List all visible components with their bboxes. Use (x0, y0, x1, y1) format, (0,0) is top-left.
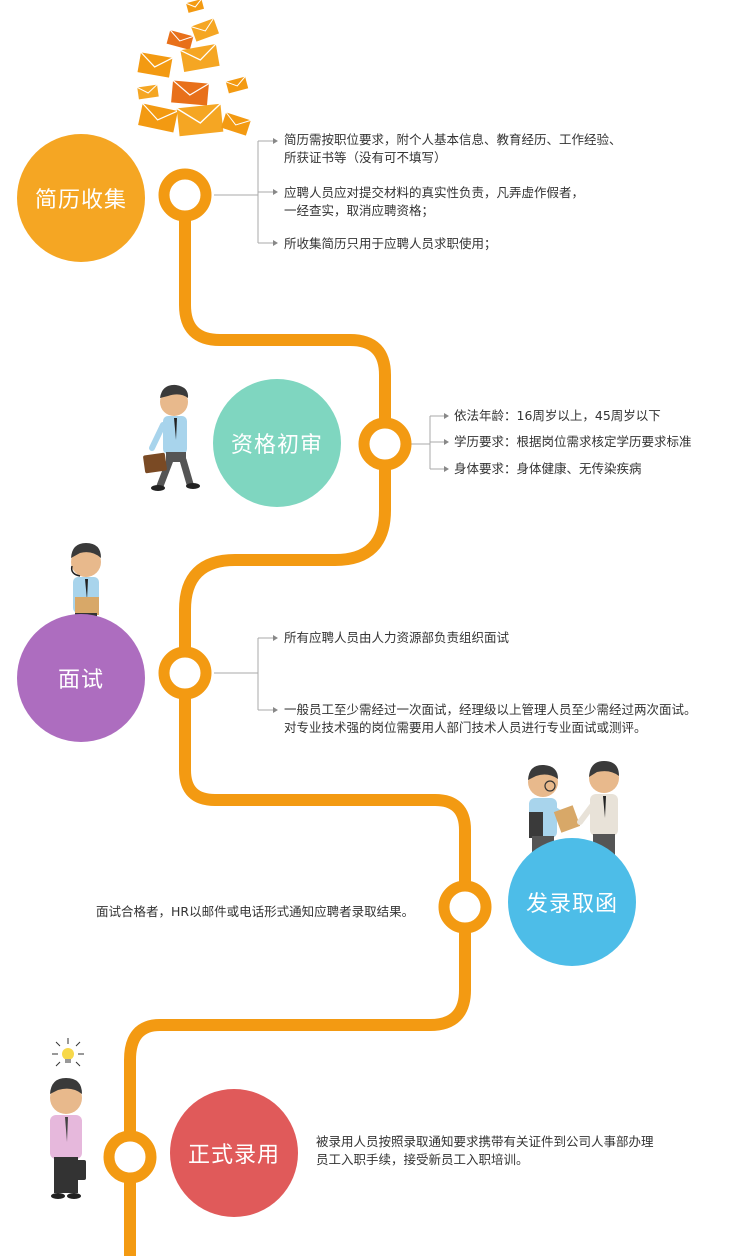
step-circle-formal-hire: 正式录用 (170, 1089, 298, 1217)
line: 学历要求：根据岗位需求核定学历要求标准 (454, 434, 692, 449)
arrow-icon (444, 466, 449, 472)
step2-item-3: 身体要求：身体健康、无传染疾病 (454, 460, 642, 478)
path-node-2 (358, 417, 412, 471)
path-node-4 (438, 880, 492, 934)
arrow-icon (273, 138, 278, 144)
arrow-icon (273, 635, 278, 641)
line: 身体要求：身体健康、无传染疾病 (454, 461, 642, 476)
step1-item-2: 应聘人员应对提交材料的真实性负责，凡弄虚作假者， 一经查实，取消应聘资格； (284, 184, 584, 220)
line: 应聘人员应对提交材料的真实性负责，凡弄虚作假者， (284, 185, 585, 200)
arrow-icon (444, 413, 449, 419)
step-title: 面试 (57, 668, 104, 693)
step-title: 发录取函 (525, 892, 618, 917)
line: 员工入职手续，接受新员工入职培训。 (316, 1152, 529, 1167)
line: 简历需按职位要求，附个人基本信息、教育经历、工作经验、 (284, 132, 622, 147)
line: 面试合格者，HR以邮件或电话形式通知应聘者录取结果。 (96, 904, 415, 919)
arrow-icon (273, 189, 278, 195)
step-circle-resume-collection: 简历收集 (17, 134, 145, 262)
path-nodes (103, 168, 492, 1184)
step3-item-2: 一般员工至少需经过一次面试，经理级以上管理人员至少需经过两次面试。 对专业技术强… (284, 701, 697, 737)
path-node-1 (158, 168, 212, 222)
connector-lines (214, 138, 449, 713)
step2-item-2: 学历要求：根据岗位需求核定学历要求标准 (454, 433, 692, 451)
line: 被录用人员按照录取通知要求携带有关证件到公司人事部办理 (316, 1134, 654, 1149)
walking-person-icon (143, 384, 200, 491)
line: 所获证书等（没有可不填写） (284, 150, 447, 165)
envelopes-icon (137, 0, 251, 137)
step-title: 正式录用 (187, 1143, 280, 1168)
step4-item-1: 面试合格者，HR以邮件或电话形式通知应聘者录取结果。 (96, 903, 414, 921)
lightbulb-icon (52, 1038, 84, 1067)
arrow-icon (444, 439, 449, 445)
step-circle-offer-letter: 发录取函 (508, 838, 636, 966)
step-title: 简历收集 (34, 188, 127, 213)
line: 一般员工至少需经过一次面试，经理级以上管理人员至少需经过两次面试。 (284, 702, 697, 717)
step-title: 资格初审 (230, 433, 323, 458)
line: 对专业技术强的岗位需要用人部门技术人员进行专业面试或测评。 (284, 720, 647, 735)
path-node-3 (158, 646, 212, 700)
line: 一经查实，取消应聘资格； (284, 203, 435, 218)
process-path (124, 195, 471, 1256)
step1-item-1: 简历需按职位要求，附个人基本信息、教育经历、工作经验、 所获证书等（没有可不填写… (284, 131, 622, 167)
line: 依法年龄：16周岁以上，45周岁以下 (454, 408, 661, 423)
step-circle-qualification-review: 资格初审 (213, 379, 341, 507)
line: 所收集简历只用于应聘人员求职使用； (284, 236, 497, 251)
step1-item-3: 所收集简历只用于应聘人员求职使用； (284, 235, 497, 253)
arrow-icon (273, 707, 278, 713)
arrow-icon (273, 240, 278, 246)
line: 所有应聘人员由人力资源部负责组织面试 (284, 630, 510, 645)
step-circle-interview: 面试 (17, 614, 145, 742)
step3-item-1: 所有应聘人员由人力资源部负责组织面试 (284, 629, 509, 647)
step5-item-1: 被录用人员按照录取通知要求携带有关证件到公司人事部办理 员工入职手续，接受新员工… (316, 1133, 654, 1169)
path-node-5 (103, 1130, 157, 1184)
step2-item-1: 依法年龄：16周岁以上，45周岁以下 (454, 407, 661, 425)
lightbulb-person-icon (50, 1038, 86, 1199)
